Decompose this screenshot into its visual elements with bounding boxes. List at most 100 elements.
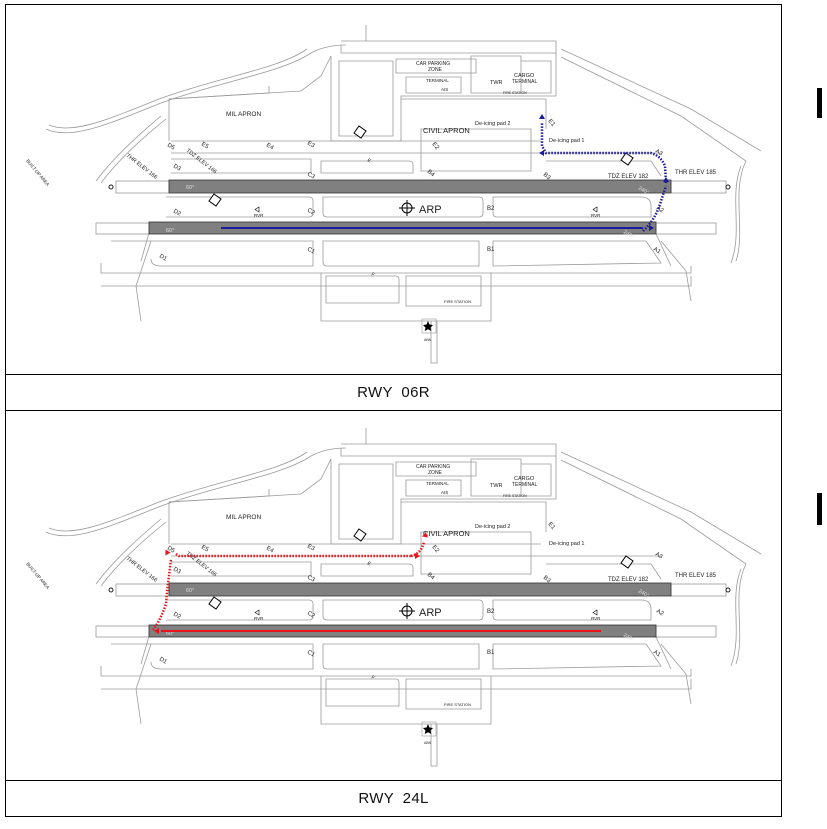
label-twy-e2: E2	[430, 544, 440, 554]
taxiway-outline	[322, 196, 484, 218]
label-deicing-pad-1: De-icing pad 1	[549, 541, 584, 547]
taxiway-outline	[171, 561, 312, 577]
label-rvr-east: RVR	[591, 213, 601, 218]
route-taxi-segment	[151, 558, 173, 631]
taxiway-outline	[405, 275, 482, 307]
label-twy-c3: C3	[306, 172, 316, 181]
label-hdg-24-lower: 240°	[622, 633, 635, 644]
windsock-icon	[620, 152, 634, 166]
clearway-06r	[95, 625, 150, 638]
margin-marker-bar	[817, 493, 822, 525]
taxiway-outline	[492, 196, 652, 218]
aerodrome-layout	[45, 25, 762, 364]
taxiway-outline	[401, 98, 547, 129]
label-fire-station-north: FIRE STATION	[503, 494, 527, 498]
taxiway-outline	[95, 518, 162, 585]
taxiway-outline	[655, 233, 672, 267]
label-abn: ABN	[424, 741, 432, 745]
label-twy-e5: E5	[200, 142, 210, 151]
label-fire-station: FIRE STATION	[444, 299, 471, 304]
taxiway-outline	[168, 55, 332, 141]
label-civil-apron: CIVIL APRON	[423, 126, 470, 135]
label-twy-c1: C1	[306, 650, 316, 659]
route-arrow-icon	[539, 114, 545, 119]
label-ais: AIS	[441, 490, 448, 495]
taxiway-outline	[168, 489, 270, 503]
taxiway-outline	[395, 461, 477, 477]
taxiway-outline	[45, 447, 347, 537]
label-deicing-pad-2: De-icing pad 2	[475, 121, 510, 127]
taxiway-outline	[560, 48, 762, 152]
label-twy-d1: D1	[158, 657, 168, 666]
label-twy-b2: B2	[487, 206, 495, 212]
approach-light-icon	[108, 587, 114, 593]
route-arrow-icon	[415, 553, 420, 559]
runway-06l-24r	[168, 582, 672, 597]
label-twy-e: E	[366, 561, 372, 568]
runway-diagram-table: MIL APRON CIVIL APRON De-icing pad 2 De-ici…	[5, 4, 782, 817]
rvr-icon	[254, 609, 260, 616]
taxiway-outline	[395, 58, 477, 74]
heliport-icon	[353, 528, 367, 542]
aerodrome-layout	[45, 428, 762, 767]
label-rvr-west: RVR	[254, 616, 264, 621]
taxiway-outline	[322, 240, 480, 267]
taxiway-outline	[320, 563, 414, 577]
label-twr: TWR	[490, 80, 503, 86]
taxiway-outline	[660, 643, 692, 705]
taxiway-outline	[660, 240, 692, 302]
label-twy-d2: D2	[172, 209, 182, 218]
label-twy-e3: E3	[306, 544, 316, 553]
taxiway-outline	[546, 160, 662, 177]
label-ais: AIS	[441, 87, 448, 92]
taxiway-outline	[325, 275, 400, 304]
taxiway-outline	[111, 240, 314, 267]
label-hdg-24-upper: 240°	[637, 589, 650, 600]
label-twy-e4: E4	[265, 546, 275, 555]
route-arrow-icon	[154, 628, 159, 634]
label-zone: ZONE	[428, 470, 443, 476]
label-twy-c2: C2	[306, 611, 316, 620]
label-hdg-24-lower: 240°	[622, 230, 635, 241]
rvr-icon	[592, 206, 598, 213]
label-zone: ZONE	[428, 67, 443, 73]
label-cargo-terminal: TERMINAL	[512, 79, 538, 85]
taxiway-outline	[322, 643, 480, 670]
label-twr: TWR	[490, 483, 503, 489]
taxiway-outline	[492, 599, 652, 621]
route-arrow-icon	[539, 150, 544, 156]
arp-cross	[399, 200, 415, 216]
taxiway-outline	[48, 48, 308, 129]
taxiway-outline	[730, 165, 742, 264]
taxiway-outline	[100, 118, 167, 184]
label-hdg-06-lower: 60°	[166, 631, 174, 637]
beacon-box	[421, 318, 437, 334]
route-taxi-segment	[642, 185, 668, 232]
taxiway-outline	[100, 263, 692, 274]
label-twy-b4: B4	[426, 572, 436, 582]
label-tdz-elev-182: TDZ ELEV 182	[608, 174, 649, 180]
taxiway-outline	[420, 531, 532, 575]
label-twy-e2: E2	[430, 141, 440, 151]
taxiway-outline	[100, 666, 692, 677]
taxiway-outline	[166, 196, 314, 218]
label-twy-c2: C2	[306, 208, 316, 217]
label-twy-e1: E1	[546, 118, 556, 128]
label-thr-elev-185: THR ELEV 185	[675, 170, 717, 176]
label-twy-b1: B1	[487, 650, 495, 656]
label-thr-elev-166: THR ELEV 166	[125, 556, 158, 584]
label-twy-e1: E1	[546, 521, 556, 531]
windsock-icon	[208, 596, 222, 610]
taxiway-outline	[338, 60, 394, 137]
taxiway-outline	[100, 521, 167, 587]
taxiway-outline	[320, 273, 492, 322]
taxiway-outline	[340, 40, 557, 54]
caption-24l: RWY 24L	[358, 790, 429, 807]
label-mil-apron: MIL APRON	[226, 514, 261, 521]
taxiway-outline	[140, 635, 150, 665]
approach-light-icon	[725, 184, 731, 190]
rvr-icon	[592, 609, 598, 616]
route-arrow-icon	[422, 532, 428, 538]
